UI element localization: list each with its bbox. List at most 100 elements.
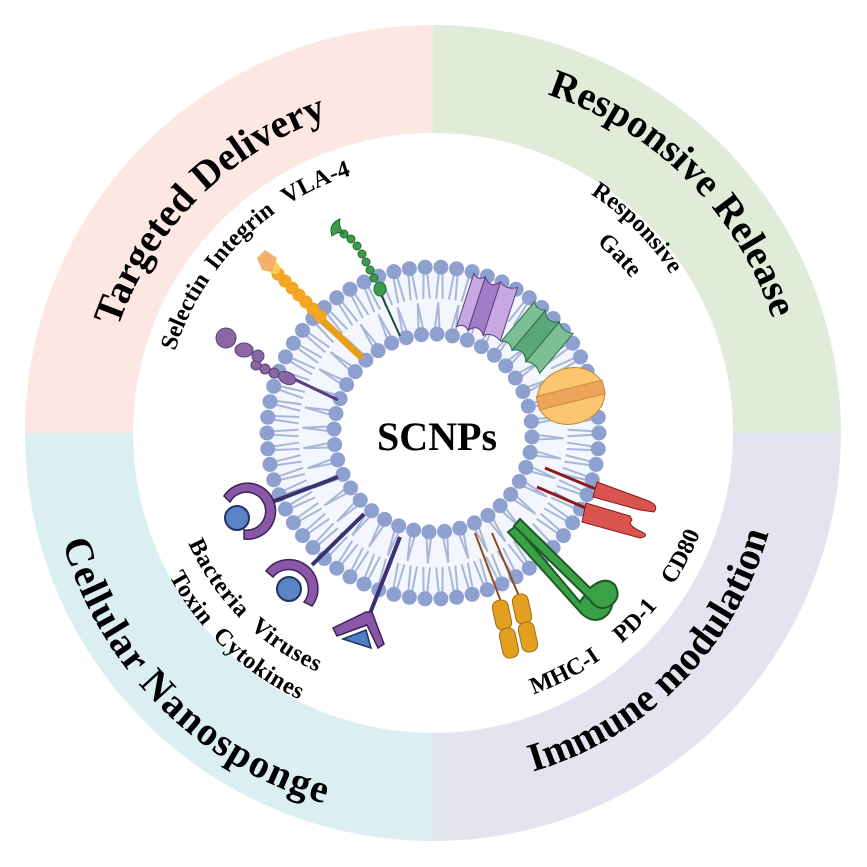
- lipid-head-outer: [285, 515, 301, 531]
- lipid-tail: [567, 428, 593, 433]
- lipid-tail: [323, 489, 345, 507]
- lipid-head-outer: [260, 409, 276, 425]
- lipid-tail: [279, 389, 304, 400]
- lipid-tail: [341, 301, 359, 323]
- lipid-tail: [354, 550, 370, 573]
- lipid-tail: [306, 512, 326, 531]
- lipid-tail: [336, 502, 355, 523]
- lipid-tail: [367, 556, 381, 579]
- lipid-tail: [329, 536, 349, 556]
- lipid-tail: [547, 502, 569, 519]
- lipid-head-inner: [480, 507, 496, 523]
- lipid-tail: [341, 543, 359, 565]
- lipid-tail: [364, 553, 376, 578]
- lipid-head-inner: [384, 335, 400, 351]
- lipid-head-outer: [277, 501, 293, 517]
- lipid-head-outer: [417, 591, 433, 607]
- lipid-tail: [284, 479, 308, 492]
- lipid-head-inner: [523, 413, 539, 429]
- lipid-tail: [315, 522, 335, 543]
- lipid-head-inner: [515, 384, 531, 400]
- lipid-head-inner: [466, 515, 482, 531]
- lipid-head-outer: [295, 528, 311, 544]
- lipid-head-outer: [521, 290, 537, 306]
- lipid-head-outer: [479, 582, 495, 598]
- lipid-head-inner: [524, 429, 540, 445]
- lipid-head-outer: [356, 576, 372, 592]
- lipid-tail: [550, 496, 574, 509]
- lipid-tail: [458, 535, 470, 559]
- lipid-head-outer: [573, 349, 589, 365]
- lipid-tail: [354, 293, 370, 316]
- lipid-tail: [485, 556, 499, 579]
- lipid-tail: [326, 313, 344, 335]
- lipid-tail: [507, 301, 525, 323]
- lipid-head-outer: [449, 261, 465, 277]
- lipid-head-inner: [520, 398, 536, 414]
- lipid-head-inner: [459, 332, 475, 348]
- lipid-tail: [299, 344, 323, 359]
- lipid-head-inner: [391, 518, 407, 534]
- lipid-head-inner: [398, 330, 414, 346]
- lipid-tail: [377, 313, 392, 337]
- lipid-tail: [276, 403, 301, 412]
- lipid-tail: [523, 485, 548, 498]
- lipid-tail: [274, 414, 300, 419]
- lipid-head-outer: [433, 591, 449, 607]
- lipid-tail: [490, 553, 502, 578]
- lipid-tail: [407, 275, 412, 301]
- lipid-tail: [274, 418, 299, 425]
- lipid-tail: [531, 522, 551, 543]
- lipid-tail: [308, 517, 330, 534]
- lipid-head-outer: [266, 378, 282, 394]
- lipid-head-outer: [591, 425, 607, 441]
- lipid-head-inner: [498, 358, 514, 374]
- lipid-tail: [435, 567, 440, 593]
- lipid-tail: [454, 275, 459, 301]
- lipid-tail: [280, 473, 306, 481]
- lipid-head-outer: [260, 441, 276, 457]
- lipid-head-outer: [262, 394, 278, 410]
- lipid-tail: [425, 538, 429, 564]
- lipid-head-inner: [522, 444, 538, 460]
- lipid-tail: [567, 441, 592, 448]
- lipid-head-inner: [444, 328, 460, 344]
- lipid-tail: [392, 278, 400, 304]
- lipid-head-outer: [464, 264, 480, 280]
- lipid-tail: [351, 514, 367, 536]
- lipid-head-outer: [521, 560, 537, 576]
- lipid-head-outer: [342, 569, 358, 585]
- lipid-tail: [543, 507, 567, 522]
- lipid-tail: [447, 275, 455, 300]
- responsive-gate-green: [500, 300, 575, 375]
- lipid-head-outer: [329, 290, 345, 306]
- lipid-tail: [292, 496, 316, 509]
- lipid-head-outer: [565, 335, 581, 351]
- lipid-head-inner: [364, 503, 380, 519]
- integrin-protein: [257, 250, 365, 361]
- lipid-tail: [386, 531, 396, 556]
- lipid-tail: [306, 335, 326, 354]
- lipid-head-inner: [328, 406, 344, 422]
- lipid-tail: [273, 433, 299, 438]
- lipid-head-inner: [507, 370, 523, 386]
- lipid-head-outer: [356, 274, 372, 290]
- lipid-head-inner: [421, 524, 437, 540]
- lipid-head-inner: [370, 343, 386, 359]
- lipid-tail: [338, 540, 354, 562]
- lipid-head-outer: [305, 540, 321, 556]
- lipid-tail: [489, 521, 507, 543]
- lipid-head-inner: [518, 459, 534, 475]
- lipid-tail: [531, 470, 556, 480]
- center-title: SCNPs: [377, 414, 497, 459]
- lipid-tail: [276, 454, 301, 463]
- lipid-head-inner: [437, 523, 453, 539]
- lipid-head-outer: [259, 425, 275, 441]
- lipid-head-outer: [386, 586, 402, 602]
- lipid-head-inner: [352, 492, 368, 508]
- pd1-protein: [506, 517, 619, 621]
- lipid-head-outer: [386, 264, 402, 280]
- lipid-head-outer: [433, 259, 449, 275]
- lipid-tail: [442, 538, 450, 563]
- lipid-head-inner: [452, 520, 468, 536]
